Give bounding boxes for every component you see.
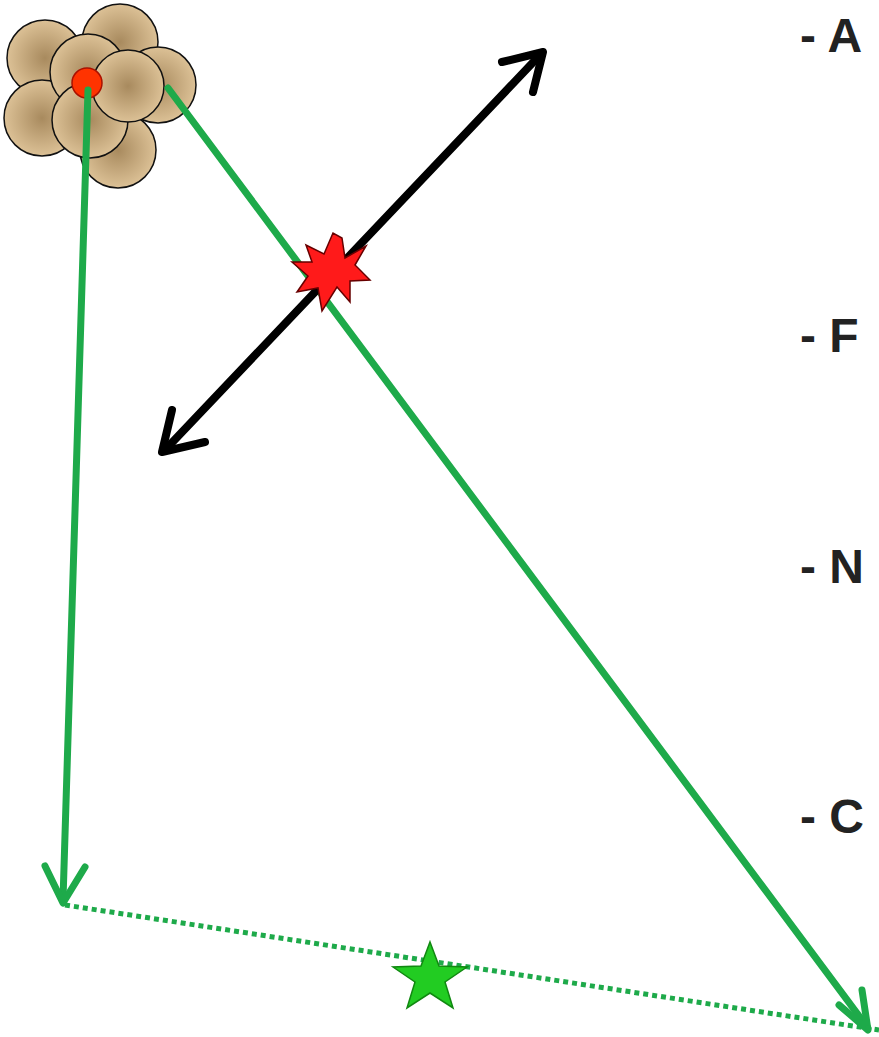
collision-burst [292, 233, 370, 311]
green-ray [168, 88, 868, 1030]
green-star [393, 942, 467, 1008]
bullet-label: - C [800, 793, 864, 841]
bullet-label: - F [800, 312, 859, 360]
bullet-label: - N [800, 543, 864, 591]
double-arrow [162, 52, 543, 452]
dotted-line [65, 905, 879, 1030]
bullet-label: - A [800, 12, 862, 60]
green-ray [45, 90, 88, 903]
particle-cluster [4, 4, 196, 188]
